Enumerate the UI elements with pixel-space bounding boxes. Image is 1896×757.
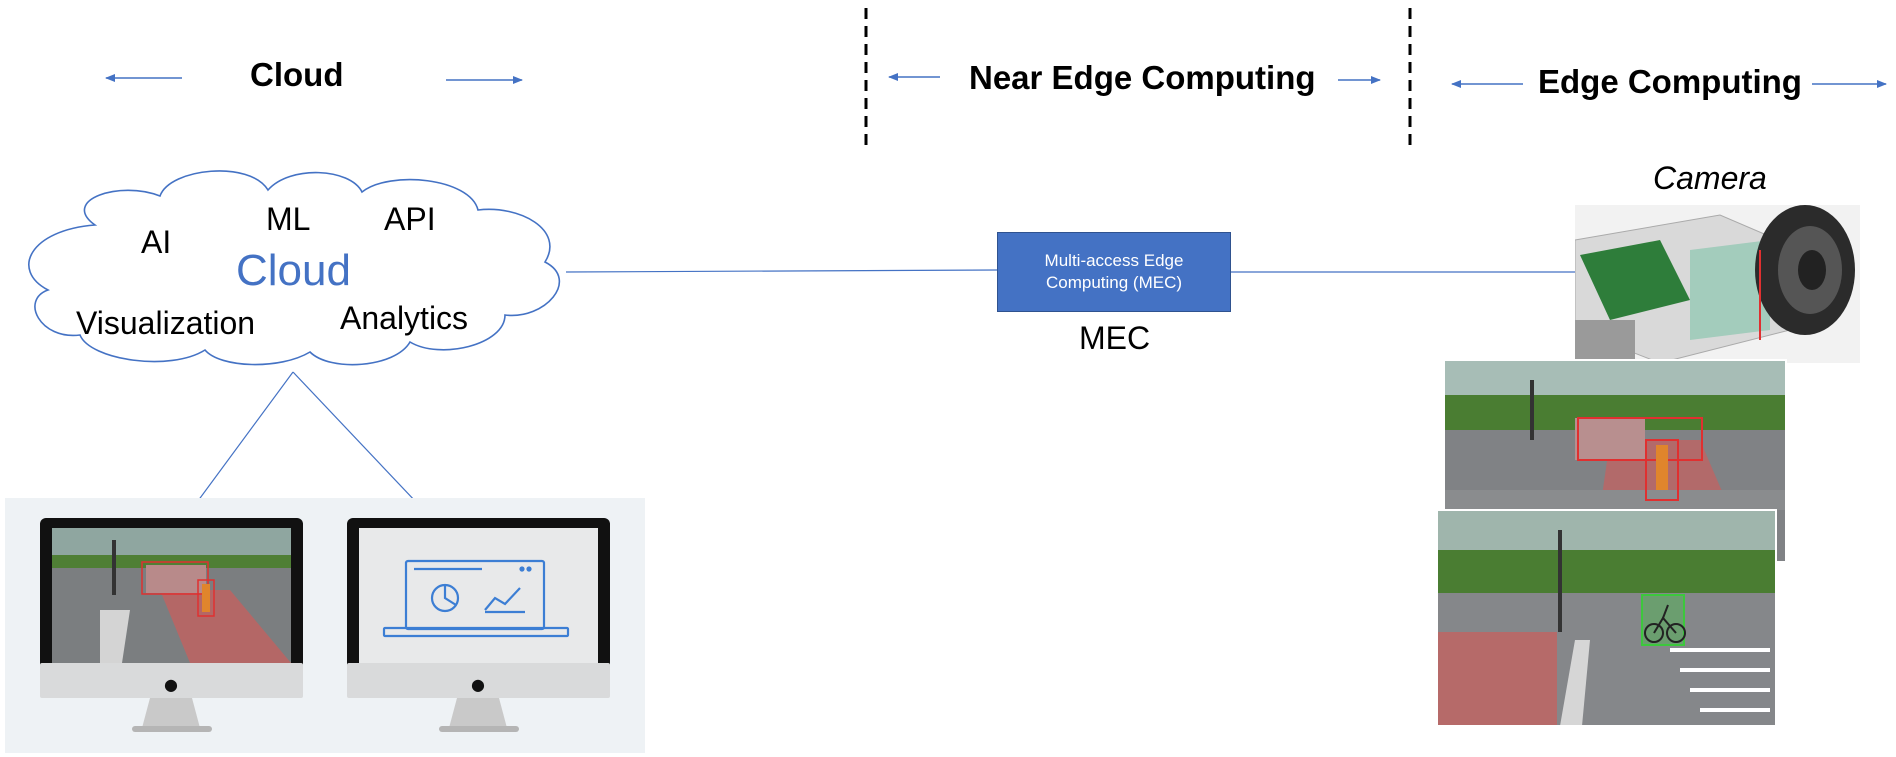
- bicycle-icon: [1644, 604, 1686, 643]
- section-near-edge-header: Near Edge Computing: [969, 59, 1316, 96]
- svg-text:●: ●: [164, 675, 178, 694]
- monitor-video-icon: ●: [40, 518, 303, 732]
- dashboard-icon: [382, 559, 570, 638]
- cloud-title: Cloud: [236, 246, 351, 295]
- cloud-term-ai: AI: [141, 224, 172, 260]
- cloud-term-visualization: Visualization: [76, 305, 256, 341]
- cloud-monitor2-link: [292, 371, 436, 523]
- svg-text:●: ●: [471, 675, 485, 694]
- camera-label: Camera: [1653, 160, 1767, 196]
- section-cloud-header: Cloud: [250, 56, 344, 93]
- section-edge-header: Edge Computing: [1538, 63, 1802, 100]
- cloud-term-analytics: Analytics: [340, 300, 469, 336]
- camera-hardware-icon: [1575, 205, 1860, 363]
- monitor-dashboard-icon: ●: [347, 518, 610, 732]
- mec-box-line1: Multi-access Edge: [1044, 251, 1184, 270]
- camera-feed-cyclist: [1437, 510, 1776, 726]
- cloud-term-ml: ML: [266, 201, 311, 237]
- cloud-term-api: API: [384, 201, 436, 237]
- mec-label: MEC: [1079, 320, 1151, 356]
- mec-box-line2: Computing (MEC): [1045, 273, 1183, 292]
- mec-node: Multi-access Edge Computing (MEC): [997, 232, 1231, 312]
- cloud-mec-link: [565, 269, 998, 273]
- cloud-icon: [28, 170, 560, 366]
